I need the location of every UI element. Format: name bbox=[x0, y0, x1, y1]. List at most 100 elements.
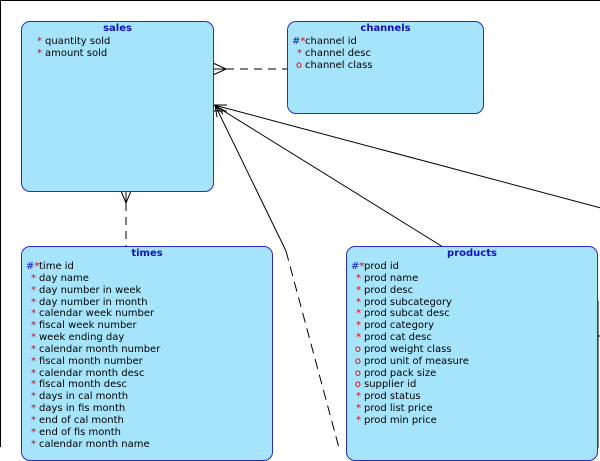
attribute-name: fiscal month number bbox=[39, 355, 143, 367]
attribute-name: calendar month number bbox=[39, 343, 161, 355]
attribute-name: prod category bbox=[364, 320, 435, 332]
attribute-row[interactable]: *prod subcategory bbox=[351, 297, 597, 309]
attribute-name: prod status bbox=[364, 391, 421, 403]
required-marker: * bbox=[37, 36, 42, 47]
required-marker: * bbox=[31, 426, 36, 438]
required-marker: * bbox=[356, 403, 361, 415]
required-marker: * bbox=[356, 414, 361, 426]
attribute-name: fiscal week number bbox=[39, 320, 137, 332]
attribute-name: end of cal month bbox=[39, 414, 124, 426]
attribute-marker: * bbox=[26, 415, 36, 427]
attribute-marker: * bbox=[26, 332, 36, 344]
relation-sales-lower[interactable] bbox=[214, 104, 340, 448]
required-marker: * bbox=[359, 261, 365, 272]
required-marker: * bbox=[31, 284, 36, 296]
attribute-row[interactable]: *amount sold bbox=[32, 48, 213, 60]
attribute-row[interactable]: *calendar month number bbox=[26, 344, 272, 356]
attribute-row[interactable]: #*prod id bbox=[351, 261, 597, 273]
attribute-row[interactable]: *calendar month desc bbox=[26, 368, 272, 380]
attribute-marker: * bbox=[32, 36, 42, 48]
attribute-marker: * bbox=[351, 320, 361, 332]
entity-products[interactable]: products #*prod id*prod name*prod desc*p… bbox=[346, 246, 598, 461]
attribute-name: prod desc bbox=[364, 284, 414, 296]
required-marker: * bbox=[31, 367, 36, 379]
attribute-marker: * bbox=[351, 332, 361, 344]
attribute-row[interactable]: *days in fis month bbox=[26, 403, 272, 415]
required-marker: * bbox=[356, 320, 361, 332]
required-marker: * bbox=[31, 272, 36, 284]
required-marker: * bbox=[31, 355, 36, 367]
attribute-row[interactable]: *fiscal month number bbox=[26, 356, 272, 368]
attribute-row[interactable]: *week ending day bbox=[26, 332, 272, 344]
attribute-marker: * bbox=[26, 403, 36, 415]
relation-sales-channels[interactable] bbox=[212, 62, 288, 76]
attribute-row[interactable]: *quantity sold bbox=[32, 36, 213, 48]
attribute-name: amount sold bbox=[45, 47, 108, 59]
attribute-name: supplier id bbox=[364, 379, 417, 391]
attribute-row[interactable]: #*time id bbox=[26, 261, 272, 273]
required-marker: * bbox=[31, 343, 36, 355]
entity-title: times bbox=[131, 248, 163, 259]
attribute-row[interactable]: *prod min price bbox=[351, 415, 597, 427]
attribute-row[interactable]: *prod cat desc bbox=[351, 332, 597, 344]
entity-sales[interactable]: sales *quantity sold*amount sold bbox=[21, 21, 214, 192]
attribute-marker: * bbox=[351, 308, 361, 320]
attribute-marker: * bbox=[26, 344, 36, 356]
required-marker: * bbox=[31, 308, 36, 320]
required-marker: * bbox=[356, 308, 361, 320]
attribute-row[interactable]: *end of fis month bbox=[26, 427, 272, 439]
attribute-row[interactable]: *day number in week bbox=[26, 285, 272, 297]
attribute-row[interactable]: #*channel id bbox=[292, 36, 483, 48]
attribute-row[interactable]: *day number in month bbox=[26, 297, 272, 309]
attribute-marker: * bbox=[26, 391, 36, 403]
attribute-name: channel desc bbox=[305, 47, 371, 59]
required-marker: * bbox=[356, 332, 361, 344]
required-marker: * bbox=[300, 36, 306, 47]
attribute-row[interactable]: *calendar week number bbox=[26, 308, 272, 320]
relation-sales-products[interactable] bbox=[213, 104, 444, 248]
required-marker: * bbox=[31, 296, 36, 308]
attribute-name: day name bbox=[39, 272, 89, 284]
attribute-row[interactable]: *day name bbox=[26, 273, 272, 285]
attribute-row[interactable]: *fiscal month desc bbox=[26, 379, 272, 391]
attribute-row[interactable]: *prod list price bbox=[351, 403, 597, 415]
attribute-name: prod pack size bbox=[364, 367, 437, 379]
attribute-row[interactable]: *prod category bbox=[351, 320, 597, 332]
attribute-row[interactable]: *fiscal week number bbox=[26, 320, 272, 332]
attribute-row[interactable]: *channel desc bbox=[292, 48, 483, 60]
optional-marker: o bbox=[354, 367, 361, 379]
optional-marker: o bbox=[354, 343, 361, 355]
attribute-name: prod min price bbox=[364, 414, 437, 426]
attribute-marker: * bbox=[26, 368, 36, 380]
entity-times[interactable]: times #*time id*day name*day number in w… bbox=[21, 246, 273, 461]
attribute-marker: * bbox=[26, 320, 36, 332]
attribute-name: fiscal month desc bbox=[39, 379, 127, 391]
relation-sales-times[interactable] bbox=[120, 190, 132, 247]
attribute-marker: o bbox=[351, 379, 361, 391]
attribute-row[interactable]: *end of cal month bbox=[26, 415, 272, 427]
attribute-row[interactable]: *prod name bbox=[351, 273, 597, 285]
attribute-row[interactable]: *days in cal month bbox=[26, 391, 272, 403]
attribute-row[interactable]: *prod status bbox=[351, 391, 597, 403]
attribute-marker: * bbox=[26, 308, 36, 320]
attribute-marker: * bbox=[351, 285, 361, 297]
attribute-name: time id bbox=[39, 261, 74, 272]
entity-title: products bbox=[447, 248, 497, 259]
attribute-row[interactable]: *prod desc bbox=[351, 285, 597, 297]
attribute-marker: o bbox=[351, 344, 361, 356]
attribute-name: calendar week number bbox=[39, 308, 155, 320]
attribute-name: end of fis month bbox=[39, 426, 121, 438]
attribute-name: quantity sold bbox=[45, 36, 111, 47]
attribute-row[interactable]: *calendar month name bbox=[26, 439, 272, 451]
attribute-row[interactable]: *prod subcat desc bbox=[351, 308, 597, 320]
relation-sales-offscreen[interactable] bbox=[213, 104, 600, 209]
attribute-marker: * bbox=[351, 391, 361, 403]
